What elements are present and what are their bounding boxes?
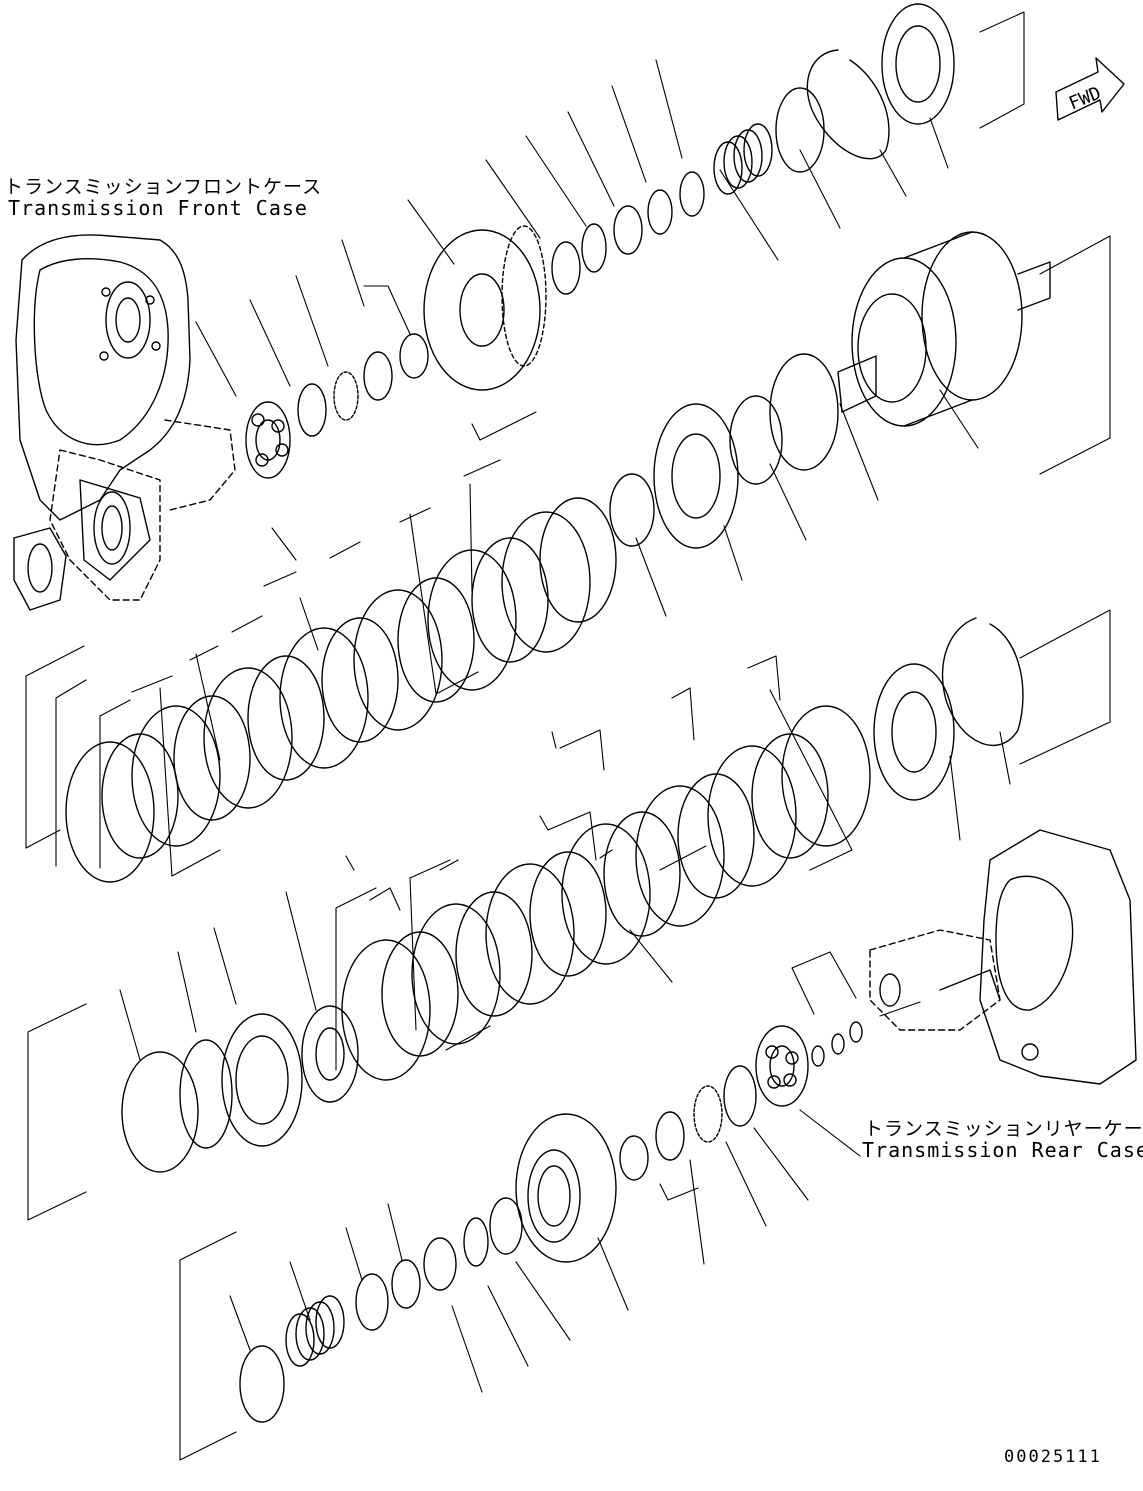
gear-hub-rear xyxy=(515,1113,617,1263)
snap-ring-rear xyxy=(693,1085,723,1143)
roller-bearing-rear-b xyxy=(619,1135,649,1181)
o-ring-small xyxy=(729,395,783,485)
seal-ring-e xyxy=(679,171,705,217)
retainer xyxy=(609,473,655,547)
roller-bearing-rear-a xyxy=(655,1111,685,1161)
thrust-washer xyxy=(297,383,327,437)
snap-ring-large xyxy=(806,49,890,160)
washer-rear-b xyxy=(831,1033,845,1055)
snap-ring-b xyxy=(581,223,607,273)
gear-hub xyxy=(423,225,547,391)
seal-rear-b xyxy=(463,1217,489,1267)
o-ring xyxy=(775,87,825,173)
piston-plate xyxy=(873,663,955,801)
rear-case-housing xyxy=(869,829,1137,1085)
roller-bearing-b xyxy=(399,333,429,379)
seal-ring-d xyxy=(647,189,673,235)
return-spring xyxy=(713,123,773,195)
bearing-rear xyxy=(755,1025,809,1107)
rear-case-label-ja: トランスミッションリヤーケース xyxy=(864,1118,1143,1140)
o-ring-large xyxy=(121,1051,199,1173)
fwd-arrow-icon xyxy=(1055,57,1125,121)
o-ring-rear xyxy=(239,1345,285,1423)
seal-ring-c xyxy=(613,205,643,255)
retainer-b xyxy=(301,1005,359,1103)
snap-ring-c xyxy=(941,617,1024,747)
return-spring-rear xyxy=(285,1295,345,1367)
carrier-bearing xyxy=(245,401,291,479)
piston xyxy=(881,3,955,125)
seal-rear-e xyxy=(355,1273,389,1331)
roller-bearing-a xyxy=(363,351,393,401)
front-case-label-en: Transmission Front Case xyxy=(8,196,308,220)
leader-lines xyxy=(25,11,1111,1461)
clutch-drum xyxy=(837,231,1051,427)
seal-rear-c xyxy=(423,1237,457,1291)
seal-ring-a xyxy=(551,241,581,295)
rear-case-label-en: Transmission Rear Case xyxy=(862,1138,1143,1162)
washer-rear-c xyxy=(849,1021,863,1043)
seal-rear-d xyxy=(391,1259,421,1309)
thrust-washer-rear xyxy=(723,1065,757,1127)
o-ring-mid xyxy=(179,1039,233,1149)
seal-rear-a xyxy=(489,1197,523,1255)
clutch-pack-2 xyxy=(341,705,871,1081)
drawing-number: 00025111 xyxy=(1004,1447,1102,1467)
washer-rear-a xyxy=(811,1045,825,1067)
front-case-label-ja: トランスミッションフロントケース xyxy=(4,176,323,198)
front-case-housing xyxy=(13,234,236,611)
piston-c xyxy=(221,1013,303,1147)
piston-b xyxy=(653,403,739,549)
o-ring-drum xyxy=(769,353,839,471)
snap-ring xyxy=(333,371,359,421)
clutch-pack-1 xyxy=(65,497,617,883)
